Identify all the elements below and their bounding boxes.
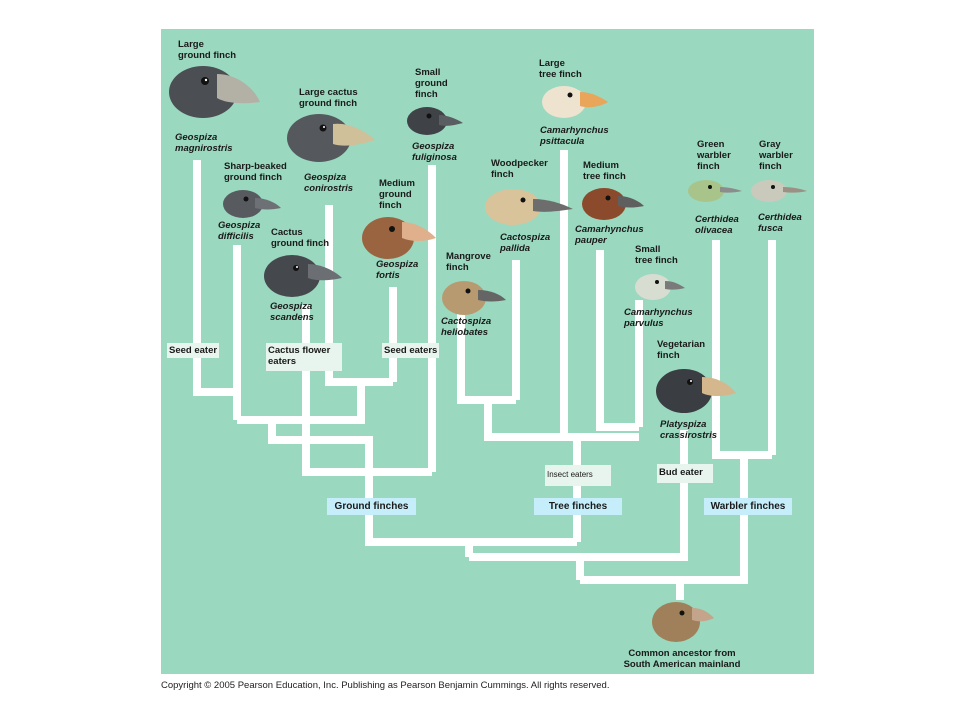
- label-medium-ground-finch: Medium ground finch: [379, 178, 415, 211]
- branch-ground-1: [193, 160, 237, 396]
- branch-ground-9: [365, 472, 577, 546]
- branch-warbler-1: [712, 240, 772, 459]
- label-medium-tree-finch: Medium tree finch: [583, 160, 626, 182]
- label-large-cactus-ground-finch: Large cactus ground finch: [299, 87, 358, 109]
- label-large-ground-finch: Large ground finch: [178, 39, 237, 61]
- group-ground-finches: Ground finches: [327, 498, 416, 515]
- bird-dark-icon: [656, 369, 736, 413]
- group-tree-finches: Tree finches: [534, 498, 622, 515]
- label-woodpecker-finch: Woodpecker finch: [491, 158, 548, 180]
- latin-certhidea-fusca: Certhidea fusca: [758, 212, 802, 234]
- copyright-text: Copyright © 2005 Pearson Education, Inc.…: [161, 680, 610, 691]
- label-sharp-beaked-ground-finch: Sharp-beaked ground finch: [224, 161, 287, 183]
- bird-green-icon: [688, 180, 742, 202]
- bird-dark-icon: [407, 107, 463, 135]
- branch-tree-3: [484, 400, 639, 441]
- latin-camarhynchus-pauper: Camarhynchus pauper: [575, 224, 644, 246]
- bird-tan-icon: [542, 86, 608, 118]
- label-common-ancestor: Common ancestor from South American main…: [623, 648, 741, 670]
- group-warbler-finches: Warbler finches: [704, 498, 792, 515]
- bird-gray-icon: [751, 180, 807, 202]
- latin-certhidea-olivacea: Certhidea olivacea: [695, 214, 739, 236]
- latin-cactospiza-heliobates: Cactospiza heliobates: [441, 316, 492, 338]
- latin-platyspiza-crassirostris: Platyspiza crassirostris: [660, 419, 718, 441]
- latin-geospiza-fortis: Geospiza fortis: [376, 259, 419, 281]
- latin-camarhynchus-psittacula: Camarhynchus psittacula: [540, 125, 609, 147]
- tag-bud-eater: Bud eater: [657, 464, 713, 483]
- label-small-ground-finch: Small ground finch: [415, 67, 448, 100]
- latin-geospiza-magnirostris: Geospiza magnirostris: [175, 132, 233, 154]
- branch-ground-8: [268, 420, 373, 472]
- branch-ground-4: [325, 205, 393, 386]
- bird-gray-icon: [635, 274, 685, 300]
- tag-cactus-flower-eaters: Cactus flower eaters: [266, 343, 342, 371]
- bird-brown-icon: [582, 188, 644, 220]
- latin-geospiza-fuliginosa: Geospiza fuliginosa: [412, 141, 457, 163]
- branch-tree-5: [596, 250, 639, 431]
- bird-gray-icon: [223, 190, 281, 218]
- label-vegetarian-finch: Vegetarian finch: [657, 339, 706, 361]
- label-mangrove-finch: Mangrove finch: [446, 251, 491, 273]
- branch-ground-7: [237, 382, 365, 424]
- bird-tan-icon: [485, 189, 573, 225]
- bird-tan-icon: [442, 281, 506, 315]
- bird-brown-icon: [652, 602, 714, 642]
- latin-geospiza-difficilis: Geospiza difficilis: [218, 220, 261, 242]
- tag-insect-eaters: Insect eaters: [545, 465, 611, 486]
- label-gray-warbler-finch: Gray warbler finch: [759, 139, 793, 172]
- branch-tree-1: [457, 305, 516, 404]
- latin-camarhynchus-parvulus: Camarhynchus parvulus: [624, 307, 693, 329]
- bird-dark-icon: [264, 255, 342, 297]
- label-small-tree-finch: Small tree finch: [635, 244, 678, 266]
- latin-cactospiza-pallida: Cactospiza pallida: [500, 232, 551, 254]
- label-cactus-ground-finch: Cactus ground finch: [271, 227, 330, 249]
- bird-dark-icon: [169, 66, 260, 118]
- label-large-tree-finch: Large tree finch: [539, 58, 582, 80]
- tag-seed-eater: Seed eater: [167, 343, 220, 358]
- latin-geospiza-conirostris: Geospiza conirostris: [304, 172, 354, 194]
- bird-brown-icon: [362, 217, 436, 259]
- tag-seed-eaters: Seed eaters: [382, 343, 440, 358]
- latin-geospiza-scandens: Geospiza scandens: [270, 301, 314, 323]
- bird-dark-icon: [287, 114, 375, 162]
- branch-warbler-3: [580, 455, 748, 584]
- label-green-warbler-finch: Green warbler finch: [697, 139, 731, 172]
